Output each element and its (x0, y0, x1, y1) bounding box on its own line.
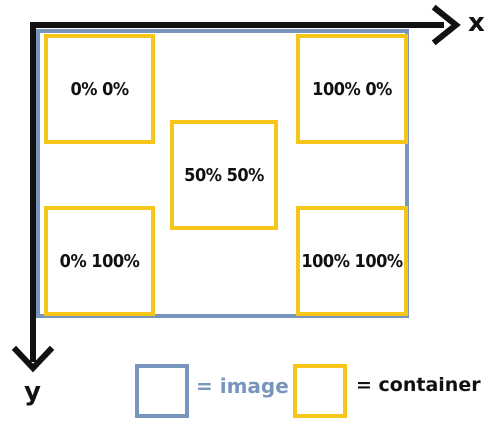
container-top-right: 100% 0% (296, 34, 408, 144)
container-top-left: 0% 0% (44, 34, 155, 144)
legend-container-swatch (293, 364, 347, 418)
legend-image-label: = image (196, 374, 289, 398)
container-top-left-label: 0% 0% (70, 78, 129, 100)
y-axis-arrowhead (11, 345, 55, 373)
legend-image-swatch (135, 364, 189, 418)
legend-container-label: = container (356, 374, 481, 396)
x-axis-label: x (468, 8, 485, 38)
image-rectangle (36, 29, 409, 318)
x-axis-arrowhead (431, 4, 461, 46)
x-axis-line (30, 22, 444, 28)
y-axis-line (30, 22, 36, 362)
container-bottom-right: 100% 100% (296, 206, 408, 316)
container-center-label: 50% 50% (184, 164, 264, 186)
container-center: 50% 50% (170, 120, 278, 230)
container-bottom-left: 0% 100% (44, 206, 155, 316)
container-top-right-label: 100% 0% (312, 78, 392, 100)
y-axis-label: y (24, 377, 41, 407)
container-bottom-left-label: 0% 100% (59, 250, 140, 272)
container-bottom-right-label: 100% 100% (301, 250, 403, 272)
